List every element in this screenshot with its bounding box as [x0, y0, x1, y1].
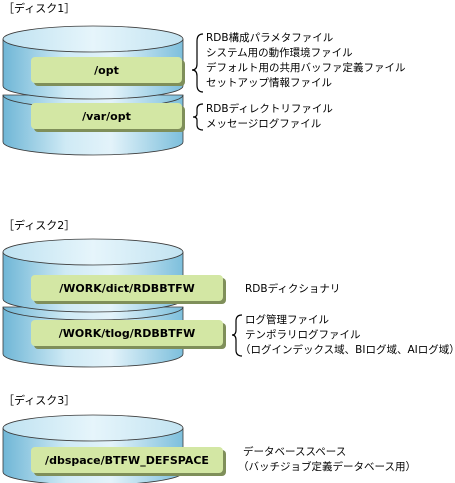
disk1-opt-brace — [191, 33, 204, 93]
disk1-cylinder — [2, 25, 184, 156]
disk1-opt-file-1: RDB構成パラメタファイル — [206, 32, 334, 44]
disk2-path-tlog-pill — [31, 320, 226, 349]
disk2-path-dict-pill — [31, 275, 226, 304]
disk2-tlog-file-2: テンポラリログファイル — [245, 329, 361, 341]
disk3-dbspace-file-2: （バッチジョブ定義データベース用） — [238, 461, 416, 473]
disk3-title: ［ディスク3］ — [3, 394, 76, 407]
disk1-opt-file-4: セットアップ情報ファイル — [206, 77, 332, 89]
disk1-path-opt-pill — [31, 57, 185, 86]
disk3-dbspace-file-1: データベーススペース — [243, 446, 347, 458]
disk1-var-opt-file-2: メッセージログファイル — [206, 118, 322, 130]
disk3-path-dbspace-pill — [31, 447, 226, 476]
disk2-tlog-file-3: （ログインデックス域、BIログ域、AIログ域） — [240, 344, 455, 356]
disk1-path-var-opt-pill — [31, 103, 185, 132]
disk1-title: ［ディスク1］ — [3, 2, 76, 15]
disk2-tlog-file-1: ログ管理ファイル — [245, 314, 329, 326]
disk1-var-opt-file-1: RDBディレクトリファイル — [206, 103, 333, 115]
disk1-opt-file-2: システム用の動作環境ファイル — [206, 47, 353, 59]
disk2-dict-file-1: RDBディクショナリ — [245, 283, 341, 295]
disk1-opt-file-3: デフォルト用の共用バッファ定義ファイル — [206, 62, 406, 74]
disk1-var-opt-brace — [192, 103, 204, 131]
disk2-title: ［ディスク2］ — [3, 219, 76, 232]
disk2-tlog-brace — [231, 314, 243, 357]
